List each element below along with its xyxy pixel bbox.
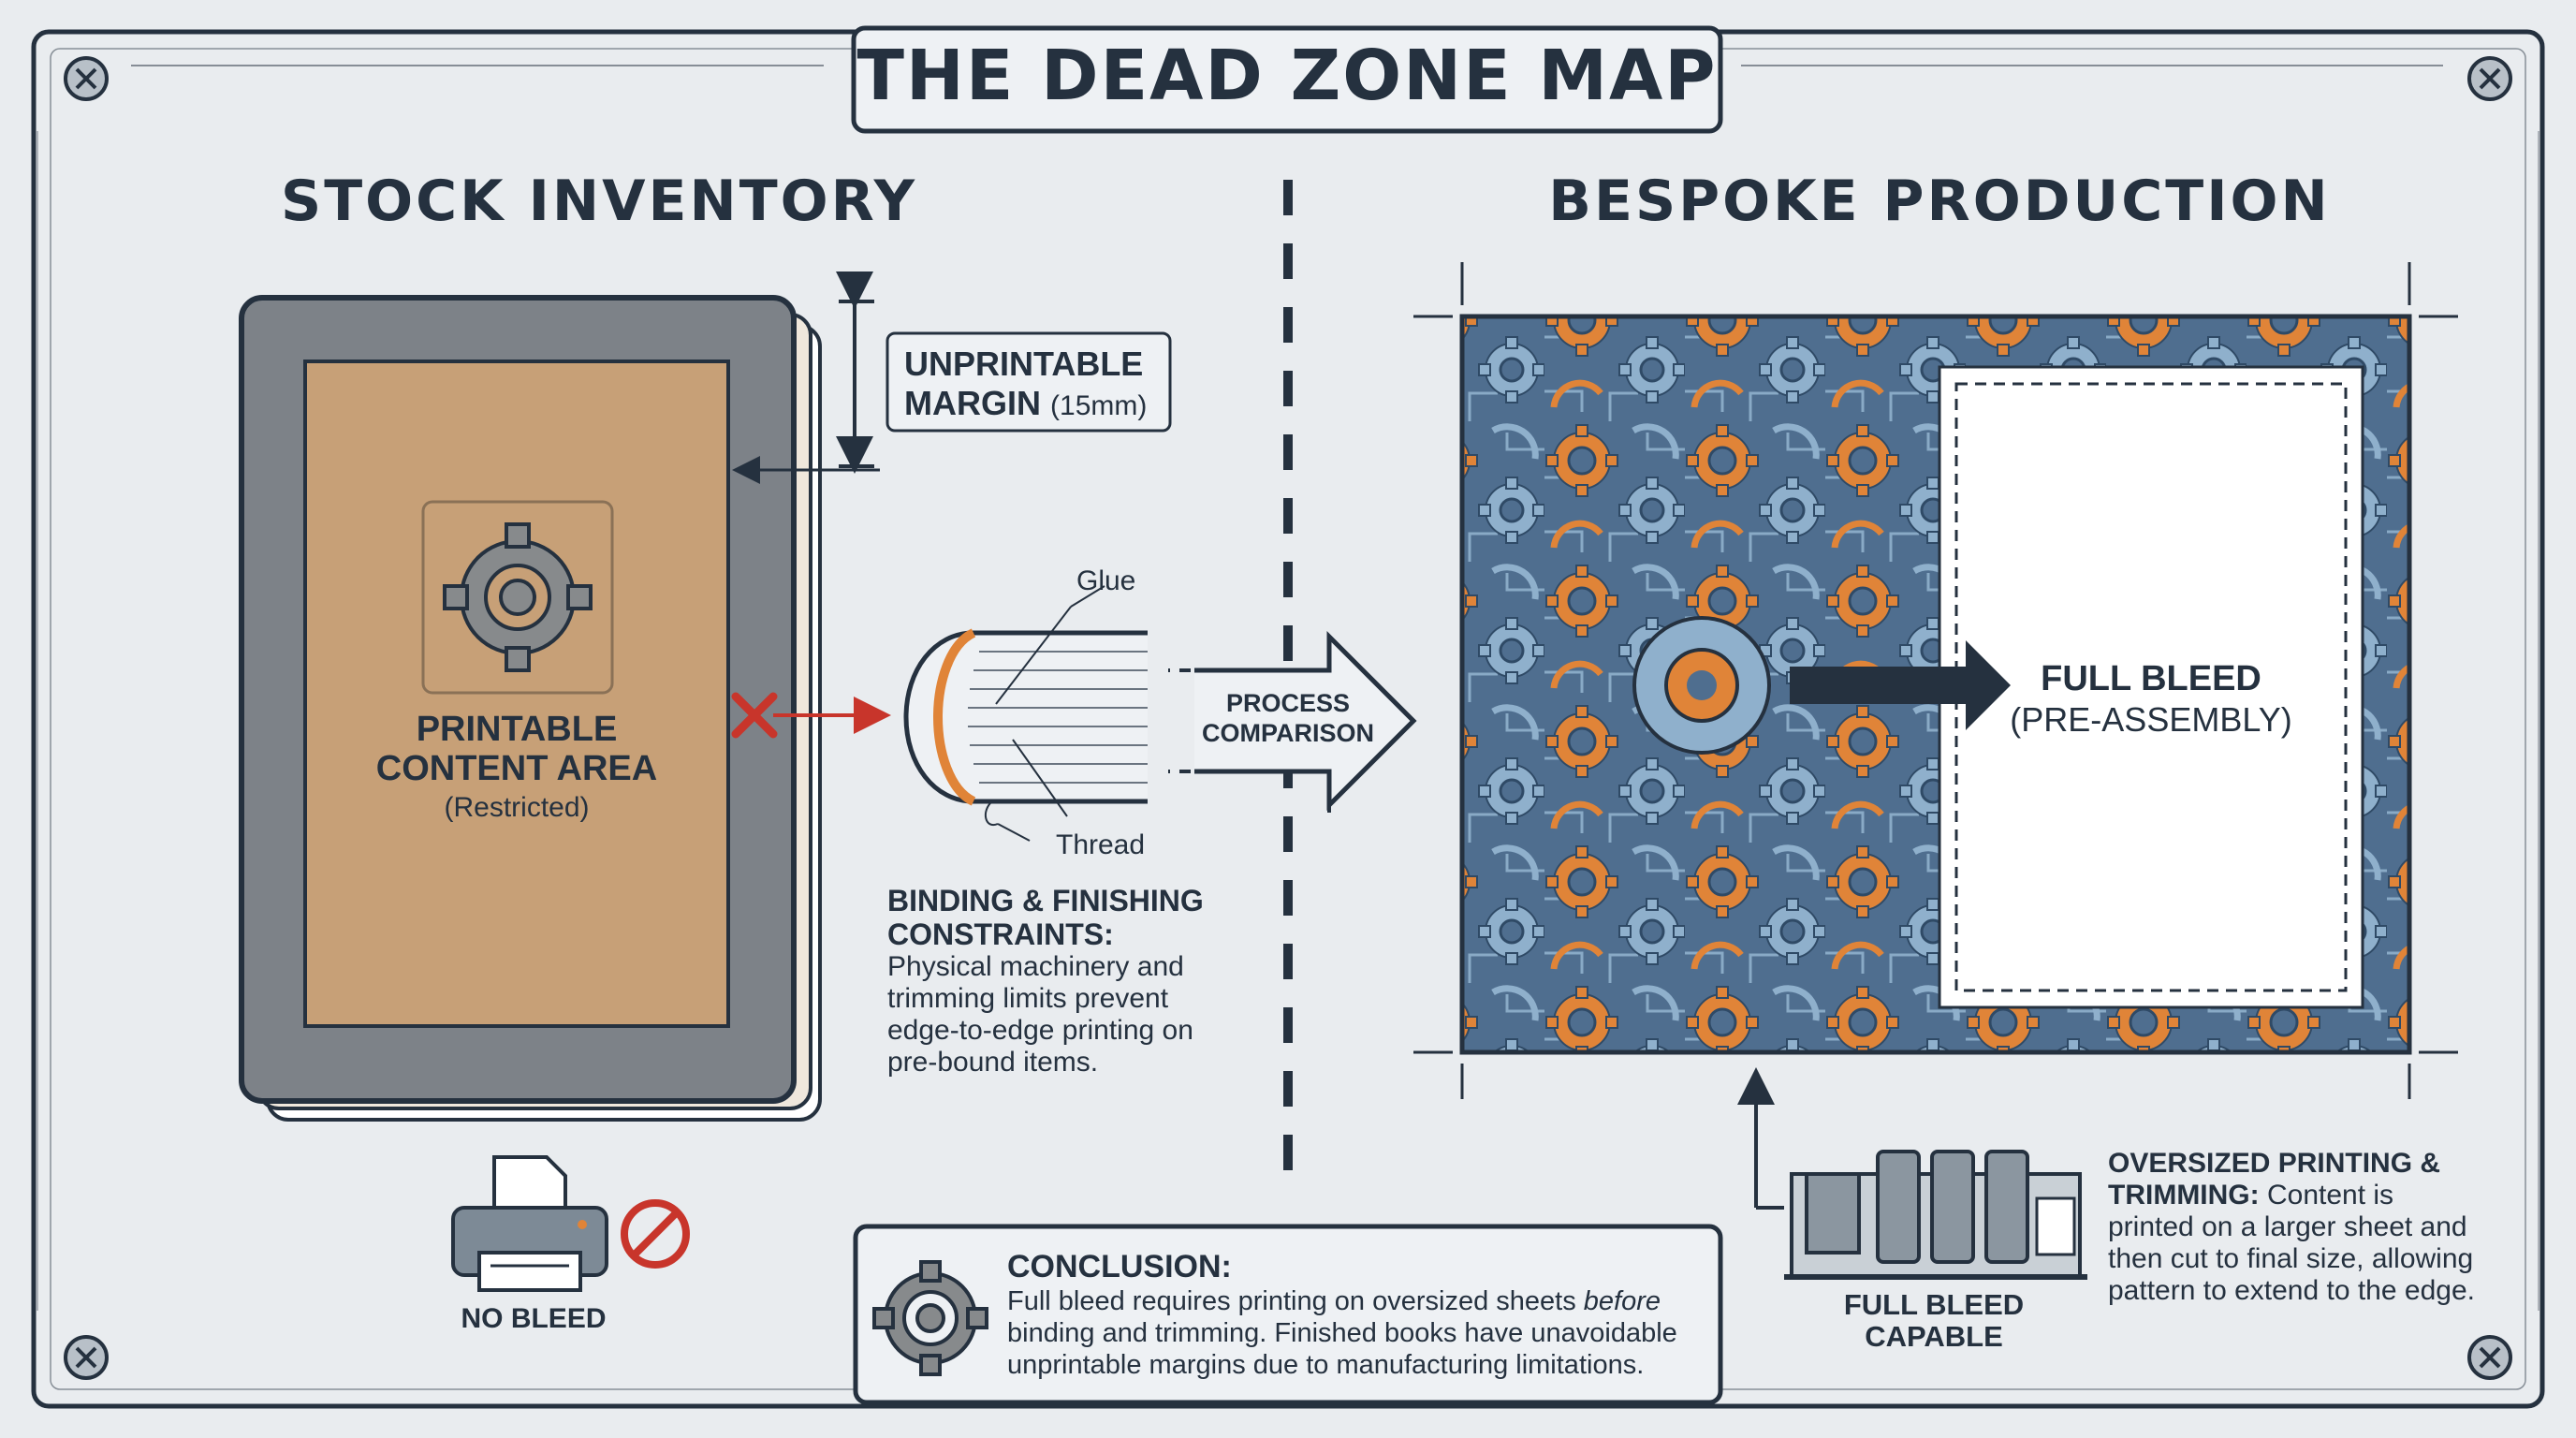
gear-icon (872, 1260, 988, 1376)
conclusion-body: unprintable margins due to manufacturing… (1007, 1350, 1645, 1380)
margin-label: MARGIN (904, 384, 1041, 422)
conclusion-line1: Full bleed requires printing on oversize… (1007, 1286, 1584, 1316)
stock-inventory-heading: STOCK INVENTORY (281, 169, 918, 234)
close-icon (731, 692, 778, 739)
page-title: THE DEAD ZONE MAP (856, 36, 1718, 116)
binding-heading: CONSTRAINTS: (887, 917, 1114, 951)
prohibited-icon (621, 1199, 690, 1269)
oversized-body: printed on a larger sheet and (2108, 1211, 2467, 1242)
spine-cross-section (903, 585, 1148, 842)
printer-icon (451, 1155, 608, 1292)
margin-callout: MARGIN (15mm) (904, 384, 1147, 423)
process-arrow-label: PROCESS (1225, 689, 1351, 717)
no-bleed-label: NO BLEED (461, 1303, 607, 1334)
binding-heading: BINDING & FINISHING (887, 884, 1204, 917)
full-bleed-capable-label: CAPABLE (1865, 1320, 2003, 1353)
binding-body: pre-bound items. (887, 1047, 1099, 1078)
oversized-body: pattern to extend to the edge. (2108, 1275, 2475, 1306)
conclusion-body: binding and trimming. Finished books hav… (1007, 1318, 1677, 1348)
process-arrow-label: COMPARISON (1201, 719, 1374, 747)
oversized-heading: OVERSIZED PRINTING & (2108, 1148, 2441, 1179)
process-arrow (1168, 630, 1417, 816)
oversized-sheet (1413, 262, 2458, 1099)
binding-body: edge-to-edge printing on (887, 1015, 1193, 1046)
screw-icon (64, 1335, 109, 1380)
margin-dimension (732, 271, 1172, 484)
screw-icon (64, 56, 109, 101)
margin-value: (15mm) (1050, 390, 1148, 421)
hardcover-book (239, 295, 822, 1122)
full-bleed-title: FULL BLEED (2041, 659, 2261, 698)
printable-area-note: (Restricted) (444, 792, 590, 823)
printable-area-title: CONTENT AREA (375, 749, 658, 788)
conclusion-emphasis: before (1583, 1286, 1661, 1316)
conclusion-body: Full bleed requires printing on oversize… (1007, 1286, 1661, 1317)
bespoke-production-heading: BESPOKE PRODUCTION (1548, 169, 2331, 234)
oversized-body: then cut to final size, allowing (2108, 1243, 2474, 1274)
oversized-heading-bold: TRIMMING: (2108, 1180, 2260, 1211)
oversized-body-start: Content is (2266, 1180, 2394, 1211)
printable-area-title: PRINTABLE (416, 710, 618, 749)
title-box (851, 25, 1723, 134)
binding-body: Physical machinery and (887, 951, 1184, 982)
gear-icon (443, 522, 593, 672)
glue-label: Glue (1076, 565, 1136, 596)
screw-icon (2467, 1335, 2512, 1380)
printing-press-icon (1784, 1150, 2087, 1280)
full-bleed-subtitle: (PRE-ASSEMBLY) (2010, 700, 2292, 739)
conclusion-heading: CONCLUSION: (1007, 1249, 1232, 1284)
screw-icon (2467, 56, 2512, 101)
thread-label: Thread (1056, 829, 1146, 860)
gear-icon (1632, 616, 1771, 755)
binding-body: trimming limits prevent (887, 983, 1169, 1014)
margin-callout: UNPRINTABLE (904, 345, 1144, 383)
conclusion-box (853, 1224, 1723, 1405)
full-bleed-capable-label: FULL BLEED (1843, 1288, 2025, 1321)
oversized-body: TRIMMING: Content is (2108, 1180, 2393, 1211)
